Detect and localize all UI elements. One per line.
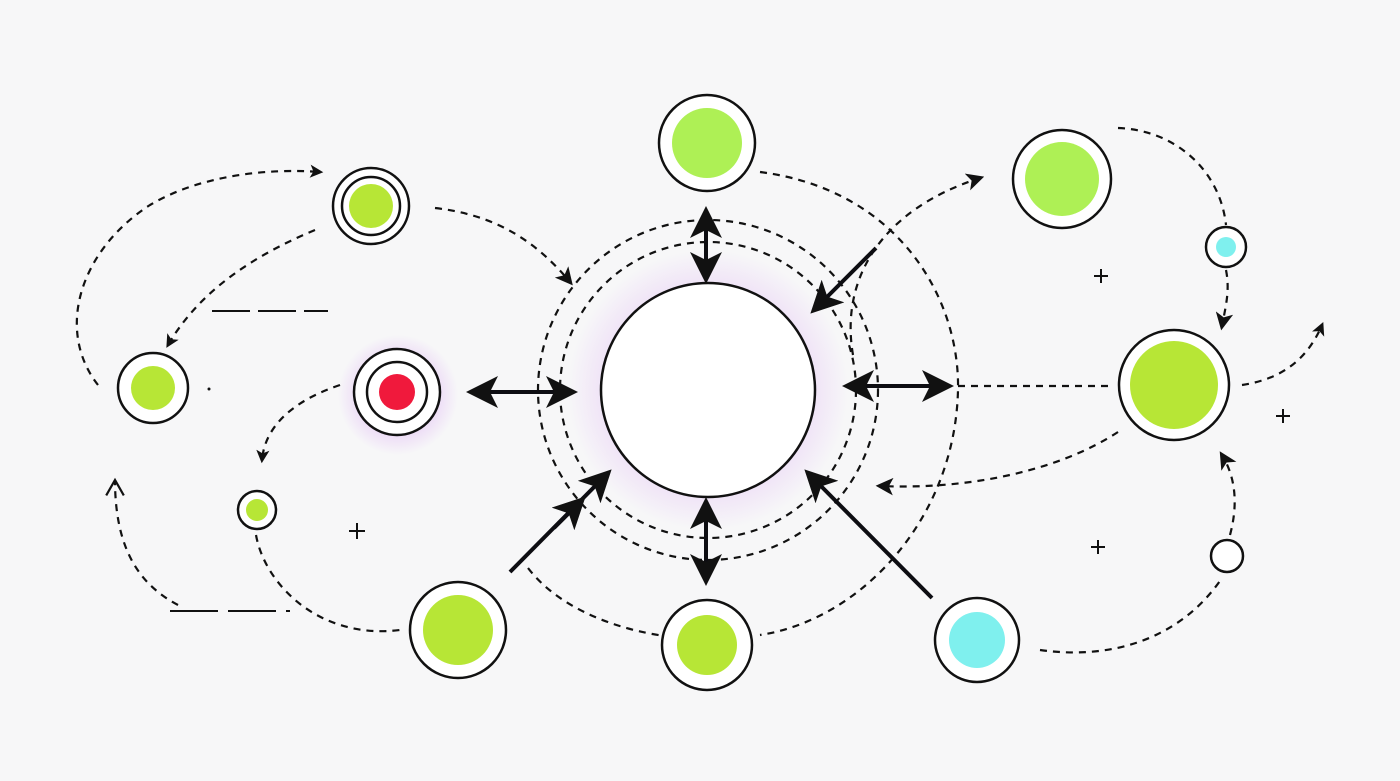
plus-marker [349, 523, 365, 539]
dashed-link-topleft-to-hub [434, 206, 573, 286]
node-top-center-fill [672, 108, 742, 178]
node-small-empty-ring [1209, 538, 1245, 574]
node-top-right-fill [1025, 142, 1099, 216]
node-small-cyan-fill [1216, 237, 1236, 257]
dashed-link-topleft-to-left [166, 228, 316, 348]
plus-marker [1276, 409, 1290, 423]
node-left-fill [131, 366, 175, 410]
dashed-link-red-to-small [256, 383, 341, 464]
node-left-red [352, 347, 442, 437]
node-top-right [1011, 128, 1113, 230]
dashed-link-cyan-bottom-to-empty [1039, 577, 1223, 654]
orbit-outer-arc [759, 170, 960, 637]
dashed-link-empty-to-right [1219, 451, 1237, 536]
node-top-left-fill [349, 184, 393, 228]
node-small-left-fill [246, 499, 268, 521]
node-bottom-left [408, 580, 508, 680]
plus-marker [1094, 269, 1108, 283]
node-bottom-center-fill [677, 615, 737, 675]
node-bottom-center [660, 598, 754, 692]
node-top-left-inner-ring [340, 175, 402, 237]
node-top-center [657, 93, 757, 193]
node-bottom-left-fill [423, 595, 493, 665]
dashed-link-bottomleft-curve [105, 477, 179, 606]
node-right-large-fill [1130, 341, 1218, 429]
node-small-empty [1209, 538, 1245, 574]
nodes-layer [116, 93, 1248, 692]
dot-marker [207, 387, 211, 391]
node-left-red-fill [379, 374, 415, 410]
dashed-link-right-to-hub-lower [875, 431, 1119, 496]
node-bottom-right-cyan-fill [949, 612, 1005, 668]
node-small-cyan [1204, 225, 1248, 269]
arrow-inbound-mid-bottom-left [551, 496, 586, 531]
arrow-inbound-bottom-right [804, 469, 934, 600]
node-right-large [1117, 328, 1231, 442]
plus-marker [1091, 540, 1105, 554]
dashed-link-cyan-to-right [1215, 269, 1234, 331]
node-left [116, 351, 190, 425]
dashed-link-right-outbound [1241, 321, 1325, 387]
arrow-inbound-top-right [810, 246, 878, 314]
dashed-link-small-to-bottomleft [254, 534, 401, 633]
node-bottom-right-cyan [933, 596, 1021, 684]
node-small-left [236, 489, 278, 531]
hub-center-ring [599, 281, 817, 499]
dashed-link-hub-to-topright [849, 173, 985, 356]
node-top-left [331, 166, 411, 246]
orbit-outer-arc-left [527, 567, 666, 638]
hub-center [599, 281, 817, 499]
dashed-link-topright-to-cyan [1117, 126, 1228, 226]
dashed-link-left-to-topleft [75, 164, 324, 386]
node-left-red-inner-ring [365, 360, 429, 424]
